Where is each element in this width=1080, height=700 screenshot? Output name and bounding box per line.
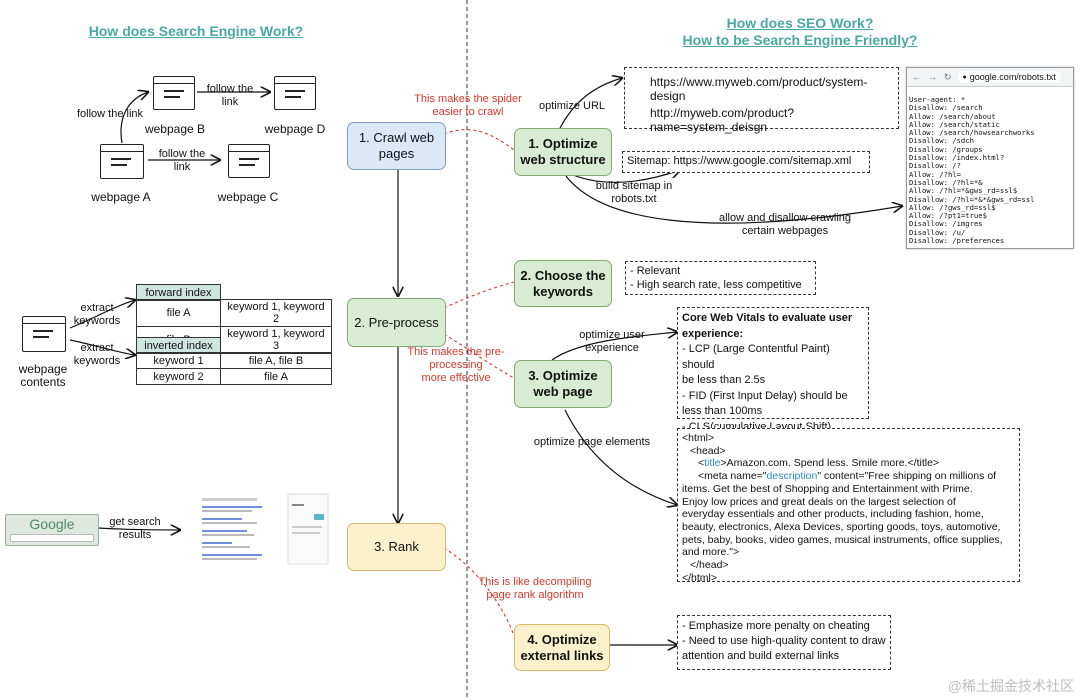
browser-toolbar: ← → ↻ ● google.com/robots.txt xyxy=(907,68,1073,87)
webpage-b-icon xyxy=(153,76,195,110)
webpage-a-icon xyxy=(100,144,144,179)
optimize-url-label: optimize URL xyxy=(538,100,606,112)
webpage-contents-icon xyxy=(22,316,66,352)
optimize-elements-label: optimize page elements xyxy=(533,436,651,448)
core-web-vitals-box: Core Web Vitals to evaluate user experie… xyxy=(677,307,869,433)
arrow-sitemap xyxy=(565,170,680,183)
search-results-thumbnail xyxy=(182,490,332,570)
right-title: How does SEO Work? How to be Search Engi… xyxy=(620,15,980,49)
webpage-c-label: webpage C xyxy=(217,190,279,204)
preprocess-step-box: 2. Pre-process xyxy=(347,298,446,347)
keywords-criteria-box: - Relevant- High search rate, less compe… xyxy=(625,261,816,295)
arrow-ux xyxy=(551,332,677,361)
follow-link-label-1: follow the link xyxy=(76,108,144,120)
address-text: google.com/robots.txt xyxy=(969,72,1056,82)
right-title-line2: How to be Search Engine Friendly? xyxy=(682,32,918,48)
robots-txt-window: ← → ↻ ● google.com/robots.txt User-agent… xyxy=(906,67,1074,249)
google-logo: Google xyxy=(29,516,75,532)
webpage-d-label: webpage D xyxy=(264,122,326,136)
red-link-2 xyxy=(443,281,515,309)
arrow-get-results xyxy=(97,528,180,530)
html-code-box: <html> <head> <title>Amazon.com. Spend l… xyxy=(677,428,1020,584)
webpage-b-label: webpage B xyxy=(144,122,206,136)
arrow-elements xyxy=(564,409,677,505)
webpage-d-icon xyxy=(274,76,316,110)
address-bar: ● google.com/robots.txt xyxy=(957,71,1061,83)
webpage-c-icon xyxy=(228,144,270,178)
back-arrow-icon: ← xyxy=(912,72,921,82)
arrow-a-to-b xyxy=(120,92,148,144)
arrow-robots xyxy=(565,175,902,224)
bad-url-text: http://myweb.com/product?name=system_dei… xyxy=(650,106,795,134)
watermark: @稀土掘金技术社区 xyxy=(947,678,1074,694)
arrow-optimize-url xyxy=(559,78,622,129)
lock-icon: ● xyxy=(962,73,967,81)
inverted-index-table: inverted index xyxy=(136,337,221,354)
red-link-3 xyxy=(443,333,515,379)
inverted-index-header: inverted index xyxy=(136,337,221,354)
red-link-1 xyxy=(443,129,515,151)
right-title-line1: How does SEO Work? xyxy=(726,15,874,31)
reload-icon: ↻ xyxy=(944,71,952,82)
forward-arrow-icon: → xyxy=(928,72,937,82)
webpage-a-label: webpage A xyxy=(91,190,151,204)
meta-tag-line: <meta name="description" content="Free s… xyxy=(698,470,997,483)
title-tag-line: <title>Amazon.com. Spend less. Smile mor… xyxy=(698,457,940,470)
arrow-to-forward xyxy=(69,300,135,329)
search-input xyxy=(10,534,94,542)
forward-index-header: forward index xyxy=(136,284,221,301)
forward-index-table: forward index xyxy=(136,284,221,301)
url-examples-box: https://www.myweb.com/product/system-des… xyxy=(624,67,899,133)
good-url-text: https://www.myweb.com/product/system-des… xyxy=(650,75,868,103)
red-link-4 xyxy=(443,547,515,637)
rank-step-box: 3. Rank xyxy=(347,523,446,571)
external-links-box: - Emphasize more penalty on cheating- Ne… xyxy=(677,615,891,670)
robots-content: User-agent: * Disallow: /search Allow: /… xyxy=(909,95,1035,246)
google-search-widget: Google xyxy=(5,514,99,546)
left-title: How does Search Engine Work? xyxy=(88,23,304,39)
arrow-to-inverted xyxy=(69,339,135,355)
sitemap-box: Sitemap: https://www.google.com/sitemap.… xyxy=(622,151,870,173)
